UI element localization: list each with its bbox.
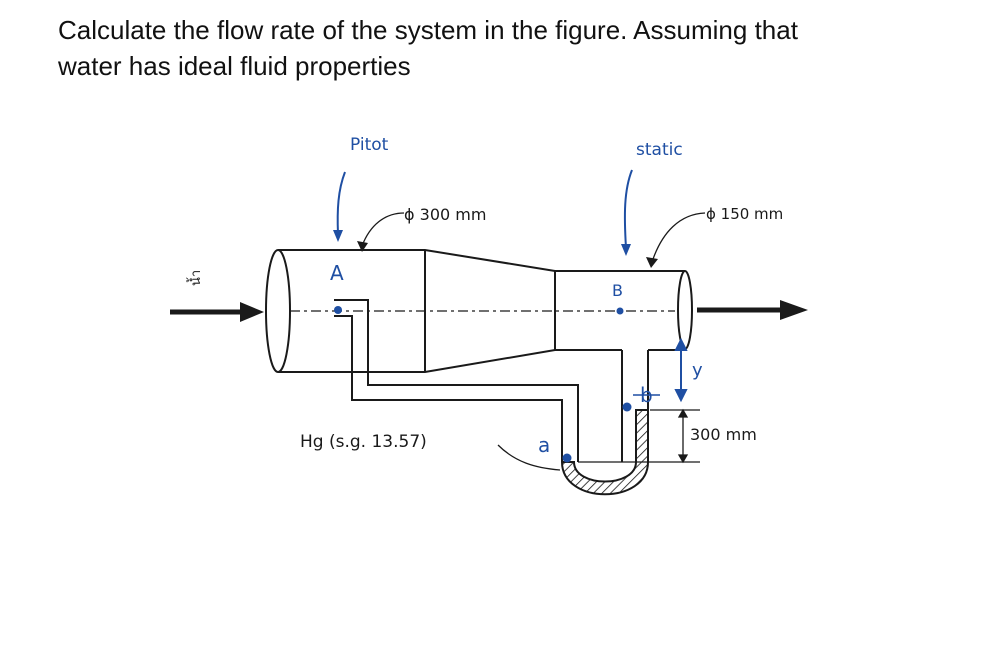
outlet-diameter-label: ϕ 150 mm [706,205,783,223]
outlet-diameter-arrowhead [646,257,658,268]
question-line-2: water has ideal fluid properties [58,51,411,81]
pitot-arrowhead [333,230,343,242]
question-line-1: Calculate the flow rate of the system in… [58,15,798,45]
mercury-leader [497,444,561,471]
point-b-upper-label: B [612,281,623,300]
manometer-u-bend [560,409,649,496]
point-b-lower-dot [622,402,632,412]
point-a-lower-dot [562,453,572,463]
pitot-arrow [336,171,346,235]
pitot-tube [334,299,579,462]
static-label: static [636,140,683,160]
y-dimension [674,337,688,403]
question-text: Calculate the flow rate of the system in… [58,12,958,84]
point-a-upper-label: A [330,261,344,285]
static-arrowhead [621,244,631,256]
point-a-upper-dot [334,306,342,314]
inlet-diameter-label: ϕ 300 mm [404,205,486,224]
inlet-diameter-leader [361,212,405,247]
outlet-diameter-leader [651,212,706,263]
static-arrow [623,169,633,249]
manometer-height-dimension [578,408,700,464]
inlet-diameter-arrowhead [357,241,368,252]
mercury-label: Hg (s.g. 13.57) [300,432,427,452]
point-b-upper-dot [616,307,624,315]
outlet-flow-arrow [697,300,808,320]
y-label: y [692,360,703,381]
point-a-lower-label: a [538,433,550,457]
manometer-height-label: 300 mm [690,425,757,444]
inlet-flow-arrow [170,302,264,322]
water-label: น้ำ [186,270,204,286]
pitot-label: Pitot [350,135,389,155]
